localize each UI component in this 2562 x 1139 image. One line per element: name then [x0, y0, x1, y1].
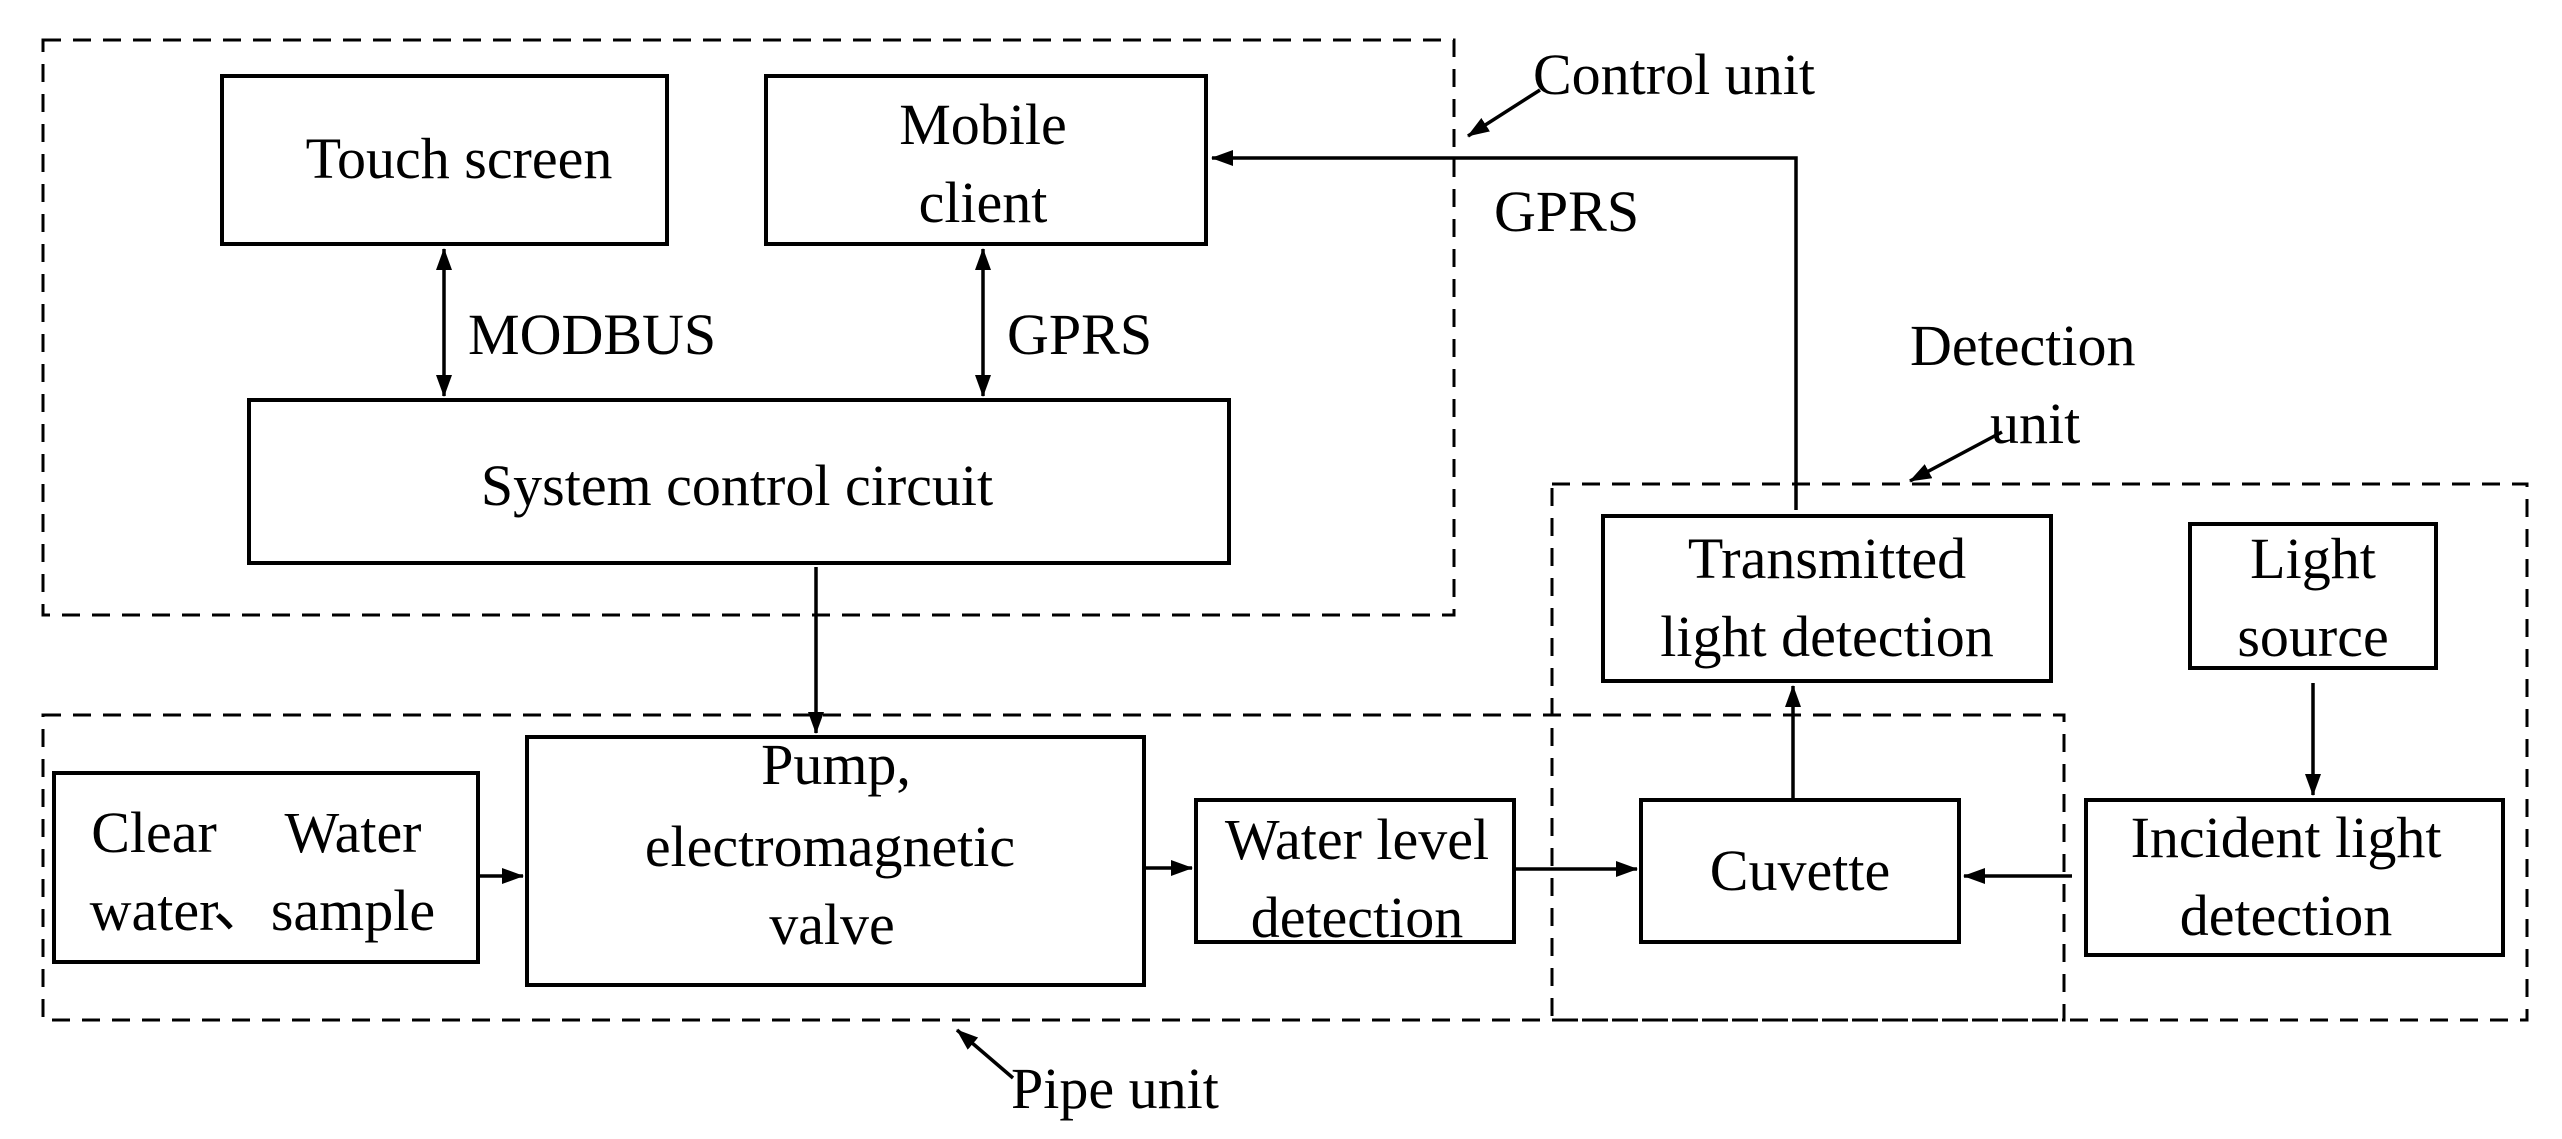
detection-unit-label-line-2: unit	[1990, 391, 2080, 456]
system-control-circuit-label: System control circuit	[481, 453, 993, 518]
water-level-detection-label-line-1: Water level	[1225, 807, 1489, 872]
detection-unit-pointer	[1909, 430, 2003, 483]
control-unit-pointer	[1467, 88, 1541, 138]
clear-water-label-line-2: water	[90, 878, 219, 943]
gprs-label-external: GPRS	[1494, 179, 1639, 244]
pipe-unit-label: Pipe unit	[1011, 1056, 1219, 1121]
incident-light-detection-label-line-2: detection	[2180, 883, 2393, 948]
control-unit-label: Control unit	[1533, 42, 1815, 107]
pump-valve-label-line-3: valve	[769, 892, 895, 957]
gprs-label-internal: GPRS	[1007, 302, 1152, 367]
cuvette-block: Cuvette	[1639, 798, 1961, 944]
cuvette-label: Cuvette	[1710, 838, 1890, 903]
detection-unit-label-line-1: Detection	[1910, 313, 2135, 378]
incident-light-detection-block: Incident light detection	[2084, 798, 2505, 957]
water-separator: 、	[213, 874, 271, 939]
pump-valve-label-line-1: Pump,	[761, 732, 911, 797]
pump-valve-block: Pump, electromagnetic valve	[525, 732, 1146, 987]
transmitted-light-detection-block: Transmitted light detection	[1601, 514, 2053, 683]
gprs-link-external	[1211, 150, 1798, 510]
water-sample-label-line-2: sample	[271, 878, 435, 943]
mobile-client-block: Mobile client	[764, 74, 1208, 246]
light-source-label-line-2: source	[2237, 604, 2388, 669]
water-input-block: Clear water 、 Water sample	[52, 771, 480, 964]
transmitted-light-detection-label-line-1: Transmitted	[1688, 526, 1966, 591]
incident-light-detection-label-line-1: Incident light	[2131, 805, 2442, 870]
modbus-label: MODBUS	[468, 302, 716, 367]
light-source-label-line-1: Light	[2250, 526, 2376, 591]
pump-valve-label-line-2: electromagnetic	[645, 814, 1015, 879]
touch-screen-block: Touch screen	[220, 74, 669, 246]
touch-screen-label: Touch screen	[306, 126, 613, 191]
control-unit-boundary	[41, 38, 1456, 617]
water-sample-label-line-1: Water	[284, 800, 421, 865]
water-level-detection-block: Water level detection	[1194, 798, 1516, 950]
detection-unit-boundary	[1550, 482, 2529, 1022]
water-level-detection-label-line-2: detection	[1251, 885, 1464, 950]
mobile-client-label-line-1: Mobile	[899, 92, 1067, 157]
pipe-unit-pointer	[955, 1028, 1015, 1080]
mobile-client-label-line-2: client	[919, 170, 1048, 235]
pipe-unit-boundary	[41, 713, 2066, 1022]
light-source-block: Light source	[2188, 522, 2438, 670]
clear-water-label-line-1: Clear	[91, 800, 217, 865]
system-control-circuit-block: System control circuit	[247, 398, 1231, 565]
transmitted-light-detection-label-line-2: light detection	[1660, 604, 1993, 669]
